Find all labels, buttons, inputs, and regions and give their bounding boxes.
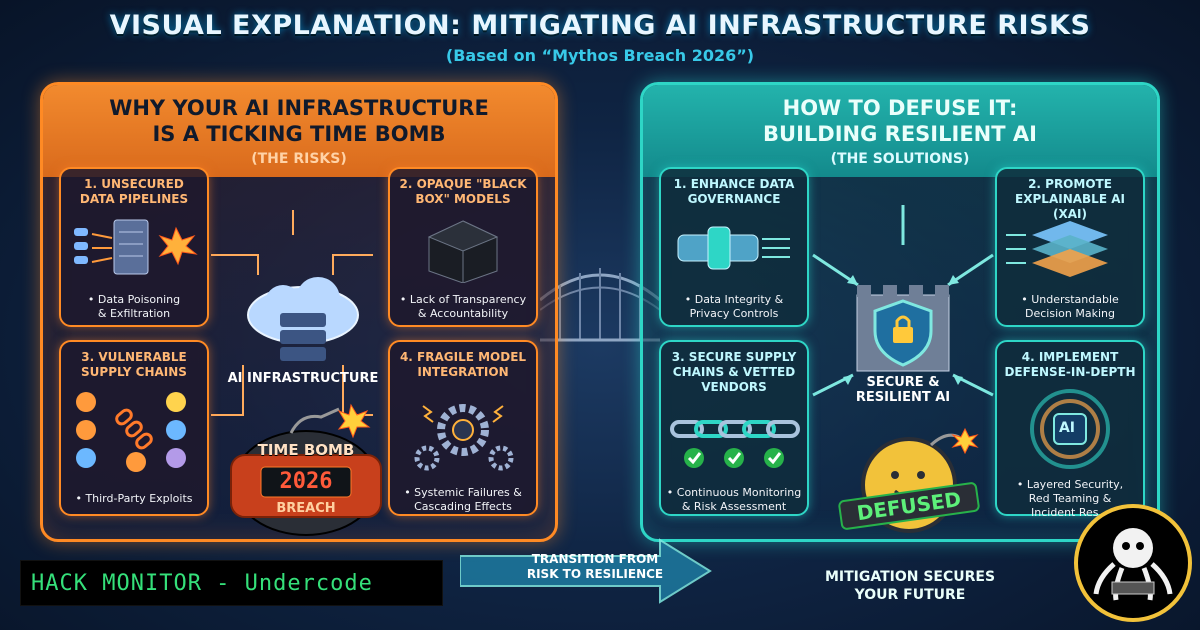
- solution-card-title: 2. PROMOTE EXPLAINABLE AI (XAI): [1015, 177, 1125, 221]
- risk-card-title: 4. FRAGILE MODEL INTEGRATION: [399, 350, 527, 379]
- bomb-year-display: 2026: [279, 469, 333, 494]
- secure-resilient-label: SECURE & RESILIENT AI: [855, 375, 951, 405]
- risk-card-title: 1. UNSECURED DATA PIPELINES: [79, 177, 189, 206]
- risk-card-title: 3. VULNERABLE SUPPLY CHAINS: [81, 350, 187, 379]
- solution-card-caption: • Understandable Decision Making: [1021, 293, 1119, 320]
- risks-panel-header: WHY YOUR AI INFRASTRUCTURE IS A TICKING …: [43, 85, 555, 177]
- solution-card-title: 4. IMPLEMENT DEFENSE-IN-DEPTH: [1004, 350, 1136, 379]
- bomb-bottom-label: BREACH: [276, 501, 336, 516]
- time-bomb-icon: TIME BOMB 2026 BREACH: [221, 403, 391, 538]
- risks-panel-title: WHY YOUR AI INFRASTRUCTURE IS A TICKING …: [109, 96, 489, 146]
- risk-card-caption: • Systemic Failures & Cascading Effects: [404, 486, 522, 513]
- cloud-icon: [238, 275, 368, 365]
- solution-card-title: 1. ENHANCE DATA GOVERNANCE: [673, 177, 795, 206]
- risks-panel: WHY YOUR AI INFRASTRUCTURE IS A TICKING …: [40, 82, 558, 542]
- solutions-panel-subtitle: (THE SOLUTIONS): [830, 151, 970, 167]
- solutions-panel: HOW TO DEFUSE IT: BUILDING RESILIENT AI …: [640, 82, 1160, 542]
- chain-check-icon: [661, 416, 807, 476]
- layers-icon: [997, 215, 1143, 285]
- server-icon: [61, 214, 207, 284]
- solution-card-data-governance: 1. ENHANCE DATA GOVERNANCE • Data Integr…: [659, 167, 809, 327]
- octopus-logo-icon: [1074, 504, 1192, 622]
- ai-infrastructure-label: AI INFRASTRUCTURE: [227, 371, 379, 386]
- risk-card-title: 2. OPAQUE "BLACK BOX" MODELS: [399, 177, 527, 206]
- risk-card-caption: • Third-Party Exploits: [75, 492, 193, 505]
- page-subtitle: (Based on “Mythos Breach 2026”): [445, 46, 755, 65]
- solutions-panel-header: HOW TO DEFUSE IT: BUILDING RESILIENT AI: [643, 85, 1157, 177]
- solution-connectors: [812, 205, 994, 397]
- solution-card-caption: • Continuous Monitoring & Risk Assessmen…: [666, 486, 802, 513]
- solution-card-defense-in-depth: 4. IMPLEMENT DEFENSE-IN-DEPTH AI • Layer…: [995, 340, 1145, 519]
- closing-tagline: MITIGATION SECURES YOUR FUTURE: [824, 569, 996, 603]
- risk-card-caption: • Lack of Transparency & Accountability: [399, 293, 527, 320]
- pipe-icon: [661, 219, 807, 283]
- bomb-top-label: TIME BOMB: [257, 441, 355, 459]
- solution-card-xai: 2. PROMOTE EXPLAINABLE AI (XAI) • Unders…: [995, 167, 1145, 327]
- risk-card-model-integration: 4. FRAGILE MODEL INTEGRATION • Systemic …: [388, 340, 538, 516]
- solution-card-supply-chains: 3. SECURE SUPPLY CHAINS & VETTED VENDORS…: [659, 340, 809, 516]
- ai-chip-label: AI: [1058, 420, 1076, 436]
- black-box-cube-icon: [390, 217, 536, 287]
- risk-card-data-pipelines: 1. UNSECURED DATA PIPELINES • Data Poiso…: [59, 167, 209, 327]
- defused-bomb-icon: DEFUSED: [831, 423, 991, 538]
- page-title: VISUAL EXPLANATION: MITIGATING AI INFRAS…: [109, 10, 1091, 41]
- solution-card-caption: • Data Integrity & Privacy Controls: [684, 293, 784, 320]
- risk-card-supply-chains: 3. VULNERABLE SUPPLY CHAINS • Third-Part…: [59, 340, 209, 516]
- transition-arrow: [460, 538, 712, 604]
- risk-card-black-box: 2. OPAQUE "BLACK BOX" MODELS • Lack of T…: [388, 167, 538, 327]
- transition-label: TRANSITION FROM RISK TO RESILIENCE: [526, 552, 664, 581]
- castle-shield-lock-icon: [843, 265, 963, 375]
- chain-icon: [61, 386, 207, 480]
- watermark-label: HACK MONITOR - Undercode: [20, 560, 443, 606]
- gears-icon: [390, 386, 536, 480]
- solutions-panel-title: HOW TO DEFUSE IT: BUILDING RESILIENT AI: [763, 96, 1037, 146]
- risk-card-caption: • Data Poisoning & Exfiltration: [87, 293, 181, 320]
- ai-chip-icon: AI: [997, 386, 1143, 476]
- solution-card-title: 3. SECURE SUPPLY CHAINS & VETTED VENDORS: [671, 350, 797, 394]
- risks-panel-subtitle: (THE RISKS): [251, 151, 347, 167]
